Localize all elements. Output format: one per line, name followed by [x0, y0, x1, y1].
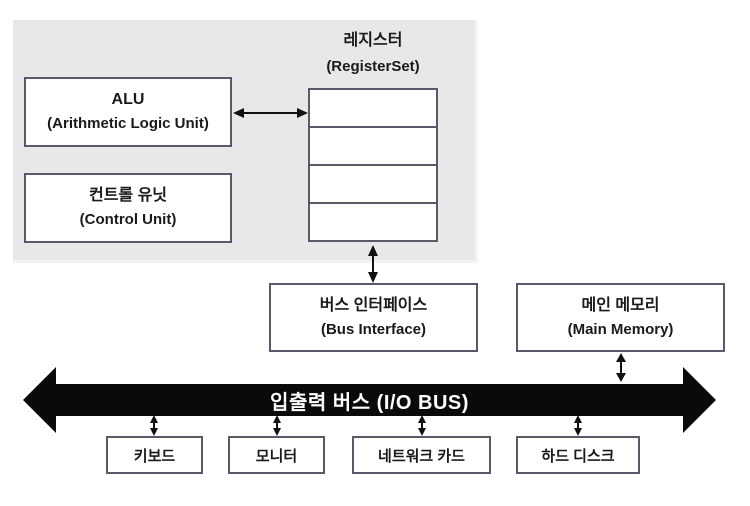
alu-subtitle: (Arithmetic Logic Unit) [47, 115, 209, 132]
register-set [308, 88, 438, 242]
double-arrow-bus-networkcard [414, 415, 430, 436]
bus-interface-box: 버스 인터페이스 (Bus Interface) [269, 283, 478, 352]
bus-interface-subtitle: (Bus Interface) [320, 320, 427, 338]
control-unit-title: 컨트롤 유닛 [88, 187, 168, 204]
io-bus-left-arrowhead [23, 367, 56, 433]
alu-title: ALU [111, 91, 145, 108]
io-bus-right-arrowhead [683, 367, 716, 433]
register-set-title-korean: 레지스터 [343, 32, 403, 49]
main-memory-title: 메인 메모리 [581, 296, 660, 314]
double-arrow-bus-harddisk [570, 415, 586, 436]
main-memory-subtitle: (Main Memory) [567, 320, 674, 338]
bus-interface-title: 버스 인터페이스 [319, 296, 428, 314]
control-unit-subtitle: (Control Unit) [79, 211, 177, 228]
register-cell [308, 126, 438, 166]
double-arrow-bus-keyboard [146, 415, 162, 436]
register-cell [308, 202, 438, 242]
double-arrow-registerset-businterface [365, 245, 381, 283]
io-bus-label: 입출력 버스 (I/O BUS) [270, 391, 469, 414]
double-arrow-mainmemory-bus [613, 353, 629, 382]
double-arrow-bus-monitor [269, 415, 285, 436]
main-memory-box: 메인 메모리 (Main Memory) [516, 283, 725, 352]
register-set-title: 레지스터 (RegisterSet) [306, 28, 440, 80]
double-arrow-alu-registerset [233, 105, 308, 121]
register-cell [308, 88, 438, 128]
io-bus-body: 입출력 버스 (I/O BUS) [56, 384, 683, 416]
device-box-keyboard: 키보드 [106, 436, 203, 474]
alu-box: ALU (Arithmetic Logic Unit) [24, 77, 232, 147]
register-cell [308, 164, 438, 204]
device-box-hard-disk: 하드 디스크 [516, 436, 640, 474]
io-bus-arrow: 입출력 버스 (I/O BUS) [23, 367, 716, 433]
device-box-monitor: 모니터 [228, 436, 325, 474]
device-box-network-card: 네트워크 카드 [352, 436, 491, 474]
control-unit-box: 컨트롤 유닛 (Control Unit) [24, 173, 232, 243]
register-set-title-english: (RegisterSet) [326, 58, 420, 75]
